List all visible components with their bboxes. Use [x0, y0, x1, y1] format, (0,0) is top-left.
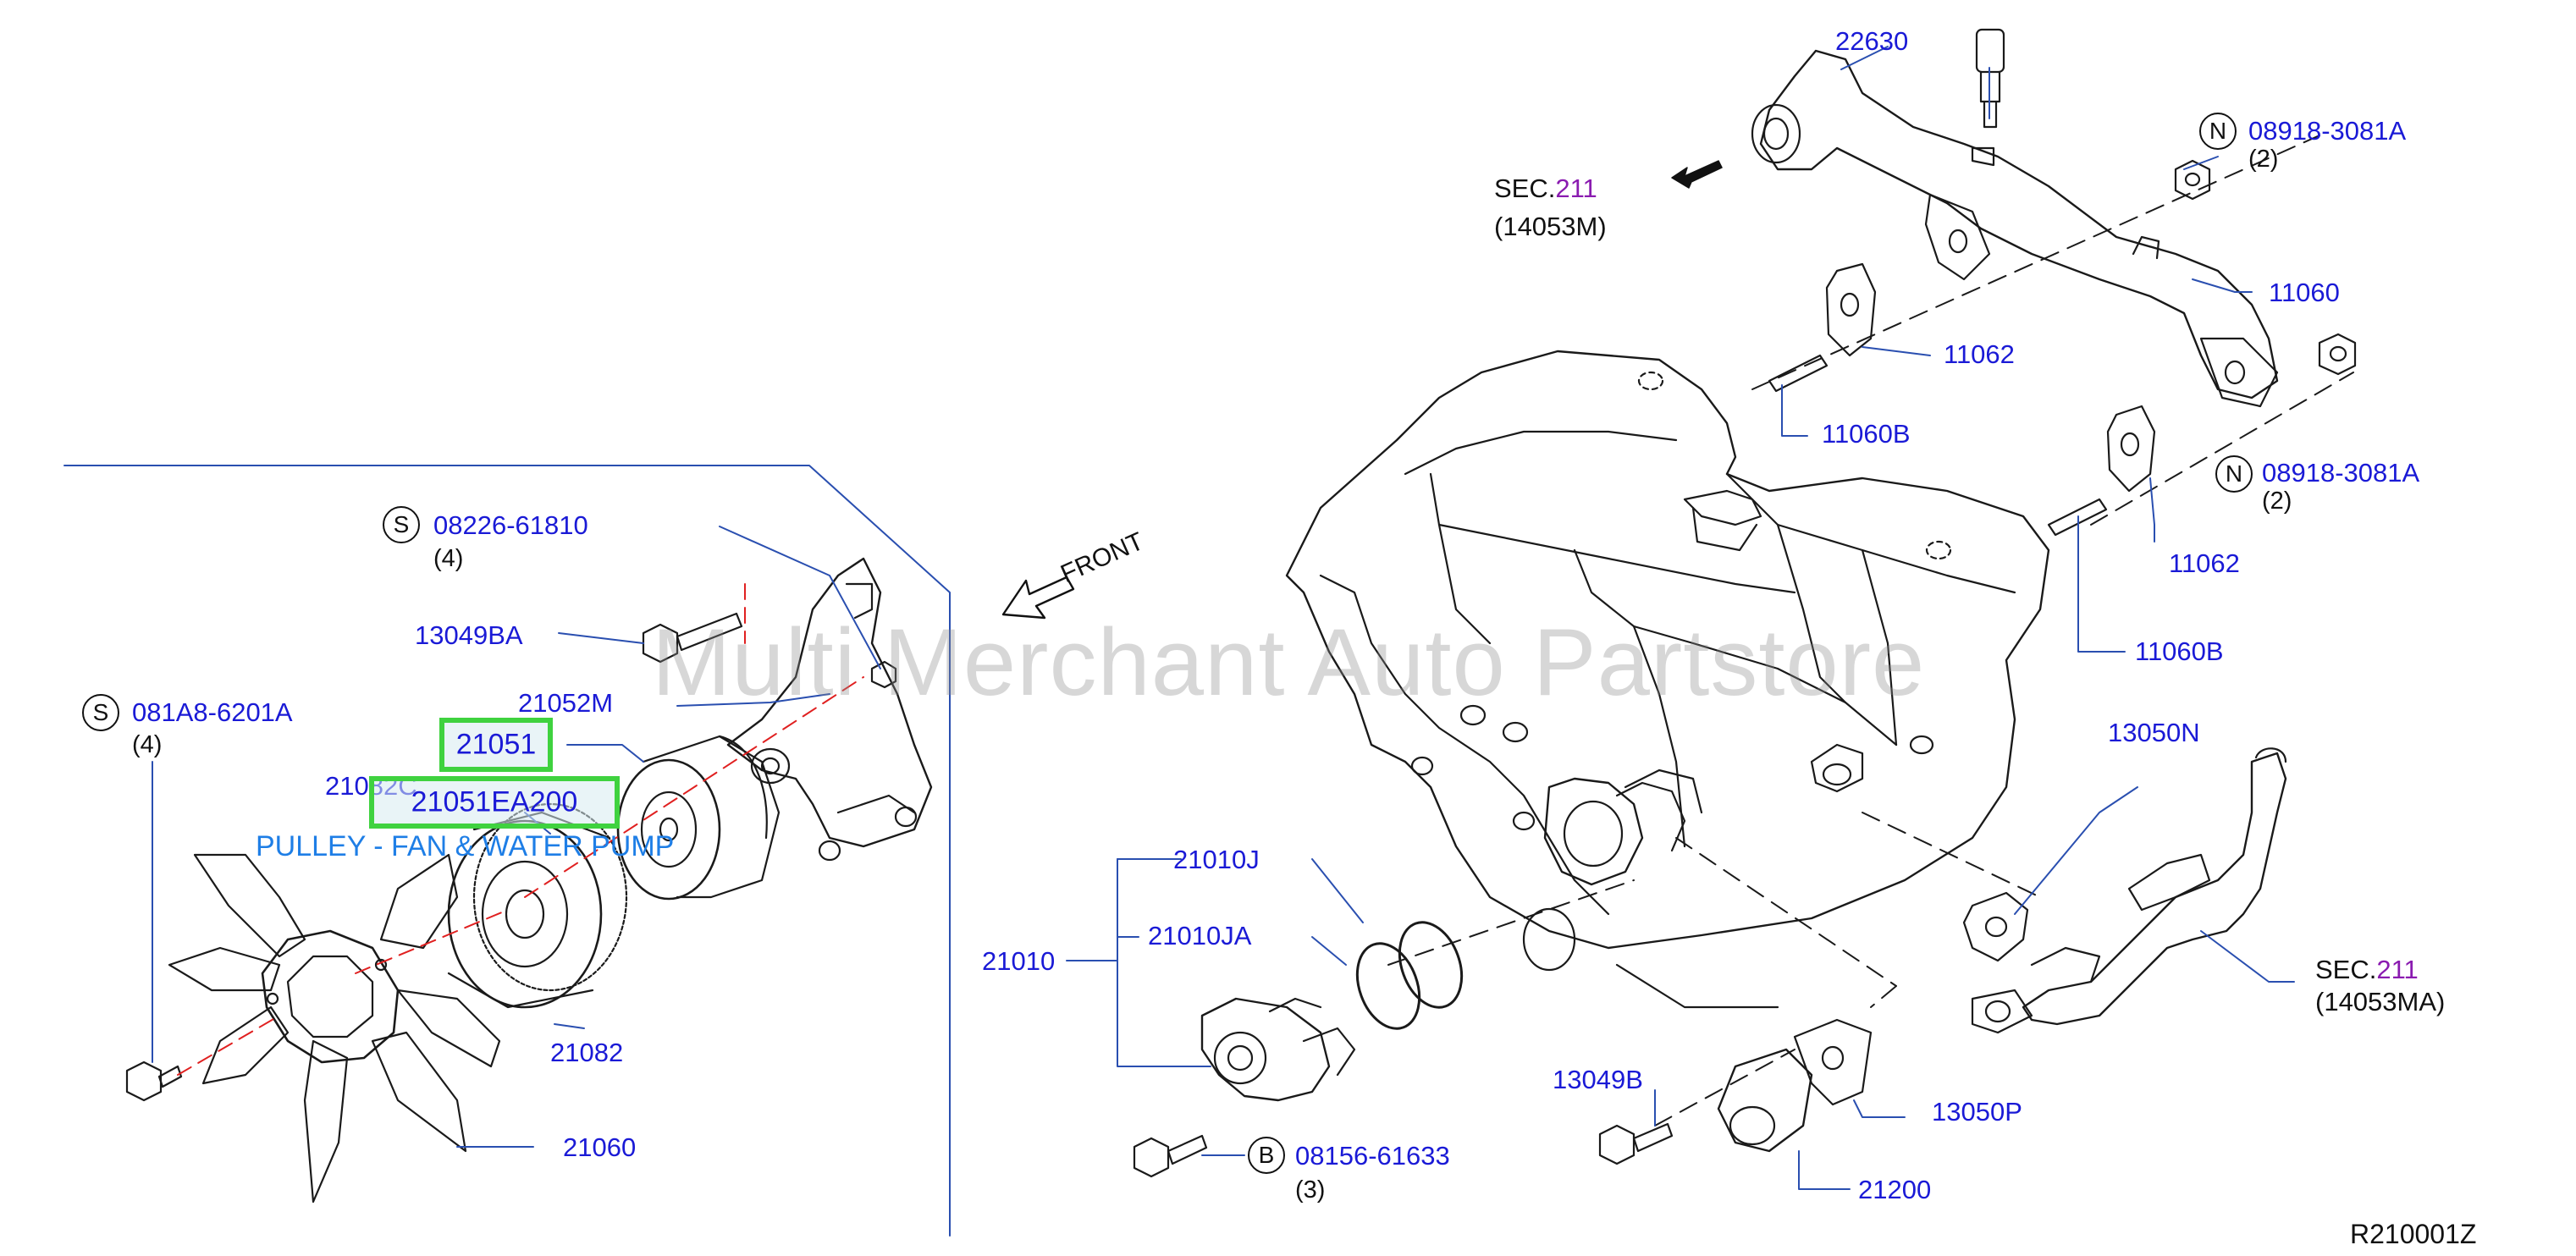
part-description: PULLEY - FAN & WATER PUMP — [256, 830, 675, 862]
sec-prefix: SEC. — [1494, 174, 1556, 203]
nuts — [2174, 159, 2357, 376]
part-label-08918-3081a-2[interactable]: 08918-3081A — [2262, 458, 2420, 488]
highlight-part-number[interactable]: 21051EA200 — [369, 776, 620, 829]
part-label-13050n[interactable]: 13050N — [2108, 718, 2200, 747]
fan — [168, 853, 501, 1204]
part-label-13049b[interactable]: 13049B — [1553, 1065, 1643, 1094]
panel-border — [63, 465, 951, 1237]
part-label-22630[interactable]: 22630 — [1835, 26, 1909, 56]
qty-n2: (2) — [2262, 488, 2292, 515]
gaskets — [1825, 262, 2156, 493]
b-symbol: B — [1248, 1137, 1285, 1174]
watermark: Multi Merchant Auto Partstore — [652, 609, 1926, 715]
part-label-21010[interactable]: 21010 — [982, 946, 1056, 976]
s-symbol-1: S — [383, 506, 420, 543]
front-arrow — [1001, 576, 1075, 620]
sec211-ref-a[interactable]: SEC.211 — [1494, 175, 1597, 201]
bolts-left — [125, 612, 897, 1102]
thermostat-housing — [1717, 1018, 1873, 1153]
qty-n1: (2) — [2248, 146, 2279, 173]
pump-bracket — [726, 557, 933, 862]
sec211-code-a: (14053M) — [1494, 212, 1607, 241]
center-lines-right — [1387, 135, 2354, 1127]
gasket-13050n — [1962, 891, 2029, 962]
symbol-letter: N — [2225, 460, 2243, 487]
qty-s1: (4) — [433, 545, 464, 572]
part-label-11060b-a[interactable]: 11060B — [1822, 419, 1911, 449]
part-label-11060[interactable]: 11060 — [2269, 278, 2340, 307]
part-label-21010j[interactable]: 21010J — [1173, 845, 1260, 874]
symbol-letter: N — [2209, 118, 2227, 144]
part-label-08156-61633[interactable]: 08156-61633 — [1295, 1141, 1450, 1171]
part-label-11062-b[interactable]: 11062 — [2169, 548, 2240, 578]
part-label-08918-3081a-1[interactable]: 08918-3081A — [2248, 116, 2407, 146]
n-symbol-2: N — [2215, 455, 2253, 493]
part-label-21010ja[interactable]: 21010JA — [1148, 921, 1252, 950]
o-rings — [1355, 921, 1464, 1030]
part-label-11062-a[interactable]: 11062 — [1944, 339, 2015, 369]
engine-block — [1285, 350, 2050, 1009]
part-label-081a8-6201a[interactable]: 081A8-6201A — [132, 697, 293, 727]
highlight-part-number-label: 21051EA200 — [411, 785, 578, 818]
studs — [1768, 354, 2108, 537]
part-label-21200[interactable]: 21200 — [1858, 1175, 1932, 1204]
outlet-pipe — [1971, 747, 2287, 1034]
pulley — [616, 735, 781, 901]
sec-number: 211 — [1555, 174, 1597, 203]
s-symbol-2: S — [82, 694, 119, 731]
qty-s2: (4) — [132, 731, 163, 758]
sec-number: 211 — [2376, 955, 2419, 984]
n-symbol-1: N — [2199, 113, 2237, 150]
diagram-reference: R210001Z — [2350, 1219, 2477, 1249]
symbol-letter: B — [1258, 1142, 1275, 1168]
part-label-21052m[interactable]: 21052M — [518, 688, 614, 718]
sec211-ref-b[interactable]: SEC.211 — [2315, 956, 2419, 983]
part-label-13050p[interactable]: 13050P — [1932, 1097, 2022, 1127]
sec211-arrow — [1671, 160, 1723, 189]
part-label-21082[interactable]: 21082 — [550, 1038, 624, 1067]
water-pump — [1200, 997, 1356, 1102]
part-label-08226-61810[interactable]: 08226-61810 — [433, 510, 588, 540]
qty-b: (3) — [1295, 1176, 1326, 1204]
part-label-11060b-b[interactable]: 11060B — [2135, 636, 2224, 666]
water-pipe — [1751, 49, 2279, 408]
highlight-part-21051[interactable]: 21051 — [439, 718, 553, 772]
leader-lines — [152, 46, 2295, 1190]
sec-prefix: SEC. — [2315, 955, 2377, 984]
sec211-code-b: (14053MA) — [2315, 987, 2446, 1016]
symbol-letter: S — [92, 699, 109, 725]
highlight-part-label: 21051 — [455, 728, 537, 761]
bolts-right — [1133, 1122, 1674, 1178]
symbol-letter: S — [393, 511, 410, 537]
part-label-21060[interactable]: 21060 — [563, 1132, 637, 1162]
part-label-13049ba[interactable]: 13049BA — [415, 620, 523, 650]
red-dashed-lines — [177, 583, 864, 1076]
